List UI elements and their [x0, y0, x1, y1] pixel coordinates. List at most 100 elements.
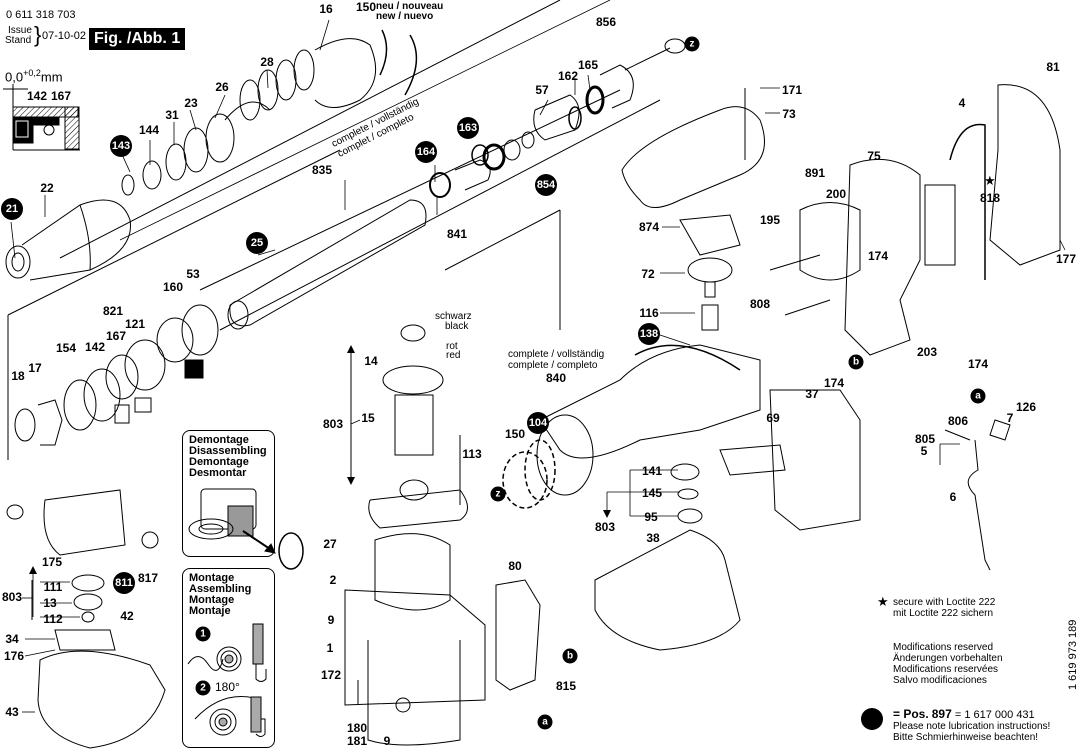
part-label-174-b: 174 [967, 357, 989, 371]
part-label-111: 111 [43, 580, 63, 594]
star-icon: ★ [984, 173, 996, 188]
modifications-de: Änderungen vorbehalten [893, 653, 1003, 664]
bearing-rings [14, 304, 219, 446]
seal-cross-section [3, 84, 80, 151]
part-label-9: 9 [327, 613, 335, 627]
lubrication-dot-icon [861, 708, 883, 730]
connector-marker-b-2: b [562, 648, 578, 664]
connector-marker-a-2: a [537, 714, 553, 730]
annotation-complete-completo: complete / completo [508, 360, 598, 371]
part-label-31: 31 [165, 108, 179, 122]
part-label-6: 6 [949, 490, 957, 504]
rotation-label: 180° [215, 680, 240, 694]
gear-stack [679, 214, 741, 331]
assembly-panel: Montage Assembling Montage Montaje 1 2 1… [182, 568, 275, 748]
part-label-805: 805 [914, 432, 936, 446]
part-label-95: 95 [644, 510, 658, 524]
assembly-line: Assembling [189, 583, 252, 595]
part-label-835: 835 [311, 163, 333, 177]
lube-badge-811: 811 [113, 572, 135, 594]
part-label-2: 2 [329, 573, 337, 587]
connector-marker-b: b [848, 354, 864, 370]
lube-badge-138: 138 [638, 323, 660, 345]
part-label-160: 160 [162, 280, 184, 294]
part-label-165: 165 [577, 58, 599, 72]
disassembly-line: Desmontar [189, 467, 247, 479]
part-label-180: 180 [346, 721, 368, 735]
part-label-18: 18 [11, 369, 25, 383]
lube-badge-164: 164 [415, 141, 437, 163]
annotation-new-nuevo: new / nuevo [376, 11, 434, 22]
part-label-840: 840 [545, 371, 567, 385]
part-label-81: 81 [1046, 60, 1060, 74]
assembly-line: Montaje [189, 605, 231, 617]
part-label-200: 200 [825, 187, 847, 201]
part-label-57: 57 [535, 83, 549, 97]
part-label-806: 806 [947, 414, 969, 428]
part-label-176: 176 [3, 649, 25, 663]
connector-marker-z: z [684, 36, 700, 52]
disassembly-line: Demontage [189, 456, 249, 468]
gear-housing [502, 344, 761, 509]
part-label-162: 162 [557, 69, 579, 83]
part-label-75: 75 [867, 149, 881, 163]
part-label-26: 26 [215, 80, 229, 94]
handle-assembly [719, 84, 1061, 531]
part-label-15: 15 [361, 411, 375, 425]
label-142-detail: 142 [26, 89, 48, 103]
part-label-28: 28 [260, 55, 274, 69]
part-label-803: 803 [322, 417, 344, 431]
annotation-schwarz: schwarz [435, 311, 472, 322]
part-label-27: 27 [323, 537, 337, 551]
modifications-fr: Modifications reservées [893, 664, 999, 675]
figure-label: Fig. /Abb. 1 [89, 28, 186, 50]
part-label-821: 821 [102, 304, 124, 318]
part-label-73: 73 [782, 107, 796, 121]
step-2-badge: 2 [195, 680, 211, 696]
part-label-172: 172 [320, 668, 342, 682]
disassembly-text: Demontage Disassembling Demontage Desmon… [189, 435, 267, 479]
step-1-badge: 1 [195, 626, 211, 642]
lube-badge-143: 143 [110, 135, 132, 157]
part-label-174-c: 174 [823, 376, 845, 390]
part-label-856: 856 [595, 15, 617, 29]
assembly-illustration [187, 623, 267, 737]
part-label-181: 181 [346, 734, 368, 748]
part-label-154: 154 [55, 341, 77, 355]
part-label-69: 69 [766, 411, 780, 425]
part-label-803-c: 803 [1, 590, 23, 604]
part-label-23: 23 [184, 96, 198, 110]
chuck-assembly [5, 29, 418, 281]
part-label-177: 177 [1055, 252, 1076, 266]
part-label-9-b: 9 [383, 734, 391, 748]
part-label-891: 891 [804, 166, 826, 180]
part-label-42: 42 [120, 609, 134, 623]
power-cable [944, 419, 1011, 571]
striker-assembly [227, 38, 686, 330]
part-label-817: 817 [137, 571, 159, 585]
part-label-16: 16 [319, 2, 333, 16]
part-label-141: 141 [641, 464, 663, 478]
brush-holder-and-base [6, 489, 166, 749]
part-label-5: 5 [920, 444, 928, 458]
part-label-150-b: 150 [504, 427, 526, 441]
part-label-195: 195 [759, 213, 781, 227]
loctite-star-icon: ★ [877, 594, 889, 609]
part-label-72: 72 [641, 267, 655, 281]
part-label-841: 841 [446, 227, 468, 241]
disassembly-panel: Demontage Disassembling Demontage Desmon… [182, 430, 304, 570]
part-label-53: 53 [186, 267, 200, 281]
part-label-4: 4 [958, 96, 966, 110]
stand-label: Stand [5, 35, 32, 46]
disassembly-line: Demontage [189, 434, 249, 446]
document-code: 1 619 973 189 [1067, 619, 1076, 690]
part-label-144: 144 [138, 123, 160, 137]
part-label-815: 815 [555, 679, 577, 693]
part-label-145: 145 [641, 486, 663, 500]
connector-marker-z-2: z [490, 486, 506, 502]
part-label-116: 116 [639, 306, 659, 320]
issue-label: Issue [8, 25, 32, 36]
switch [495, 579, 541, 691]
part-label-818: 818 [979, 191, 1001, 205]
annotation-red: red [446, 350, 461, 361]
